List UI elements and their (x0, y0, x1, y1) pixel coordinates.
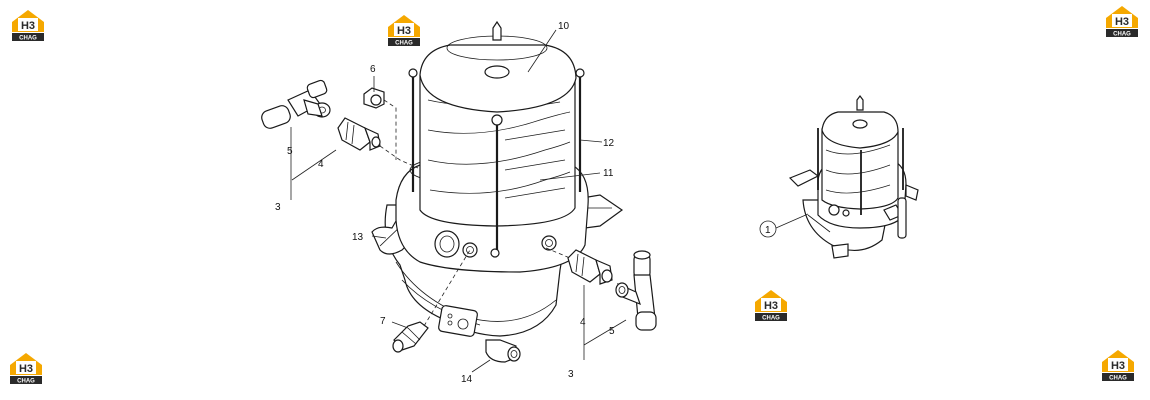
brand-logo-letters: H3 (1115, 16, 1129, 28)
callout-3-right: 3 (568, 369, 574, 380)
callout-14: 14 (461, 374, 473, 385)
brand-logo-text: CHAG (1113, 32, 1131, 38)
bolt-fitting (392, 249, 471, 353)
callout-10: 10 (558, 21, 570, 32)
callout-4-right: 4 (580, 317, 586, 328)
callout-6: 6 (370, 64, 376, 75)
collar-port-left (434, 230, 460, 258)
base-nameplate (438, 305, 478, 337)
callout-1: 1 (765, 225, 771, 236)
brand-logo-text: CHAG (762, 316, 780, 322)
brand-logo-letters: H3 (21, 20, 35, 32)
brand-logo-text: CHAG (395, 41, 413, 47)
callout-13: 13 (352, 232, 364, 243)
callout-4-left: 4 (318, 159, 324, 170)
collar-port-right (541, 235, 557, 251)
lubrication-pump-main (371, 20, 624, 363)
callout-1-circle (759, 220, 777, 238)
brand-logo-letters: H3 (397, 25, 411, 37)
brand-logo-text: CHAG (19, 36, 37, 42)
brand-logo-letters: H3 (19, 363, 33, 375)
adapter-fitting-right (567, 249, 613, 285)
callout-5-left: 5 (287, 146, 293, 157)
plug-fitting (363, 87, 385, 109)
fittings-left-group (261, 79, 419, 169)
brand-logo-text: CHAG (17, 379, 35, 385)
tee-fitting-left (261, 79, 331, 129)
brand-logo-letters: H3 (764, 300, 778, 312)
adapter-fitting-left (337, 117, 381, 151)
callout-7: 7 (380, 316, 386, 327)
callout-3-left: 3 (275, 202, 281, 213)
brand-logo-letters: H3 (1111, 360, 1125, 372)
callout-5-right: 5 (609, 326, 615, 337)
pump-assembly-overview (788, 95, 919, 259)
brand-logo-text: CHAG (1109, 376, 1127, 382)
callout-11: 11 (603, 168, 614, 179)
collar-port-center (462, 242, 478, 258)
fittings-right-group (545, 247, 657, 331)
callout-12: 12 (603, 138, 615, 149)
callout-labels: 10 12 11 13 6 5 4 3 4 5 3 7 14 1 (275, 21, 771, 385)
tee-fitting-right (615, 250, 657, 331)
callout-leaders (290, 29, 809, 373)
